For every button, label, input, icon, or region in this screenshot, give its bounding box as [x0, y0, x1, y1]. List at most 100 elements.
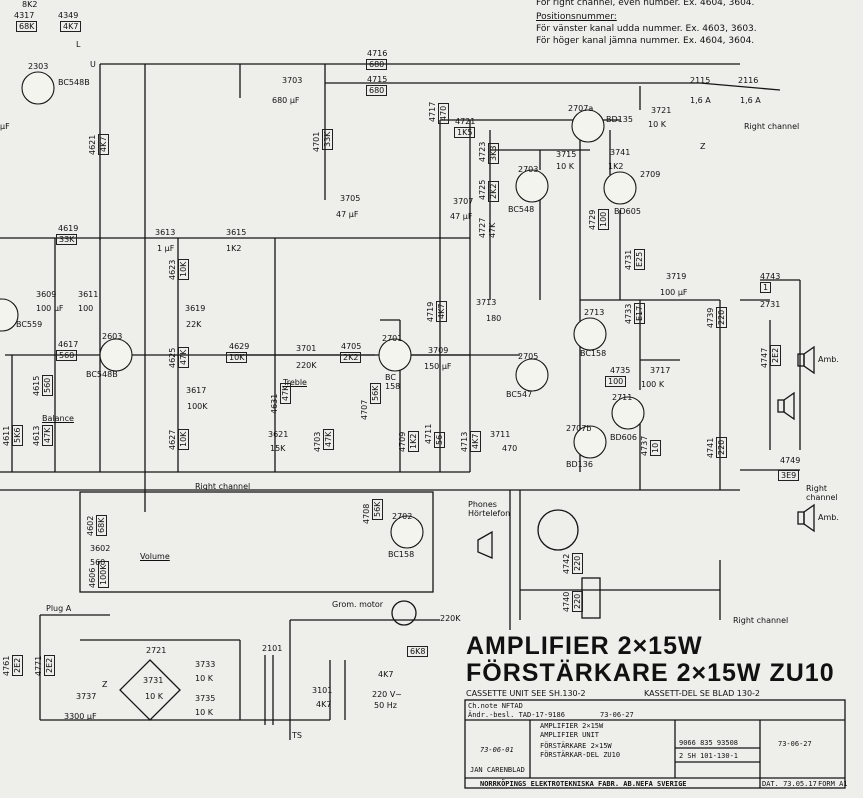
capacitor-val: 1K2	[608, 162, 624, 171]
resistor-val: 680	[366, 59, 388, 70]
resistor-ref: 4621	[88, 134, 97, 155]
label-l: L	[76, 40, 81, 49]
resistor-val: 10K	[178, 258, 189, 280]
capacitor-ref: 3709	[428, 346, 449, 355]
fuse-val: 1,6 A	[690, 96, 711, 105]
resistor-val: 47K	[42, 424, 53, 446]
label-ts: TS	[292, 731, 302, 740]
resistor-ref: 4715	[367, 75, 388, 84]
tb-dat: DAT. 73.05.17	[762, 780, 817, 788]
label-plug-a: Plug A	[46, 604, 72, 613]
resistor-ref: 4711	[424, 423, 433, 444]
capacitor-val: 100K	[187, 402, 208, 411]
transistor-ref: 2603	[102, 332, 123, 341]
transistor-type: BC548B	[86, 370, 118, 379]
subtitle-right: KASSETT-DEL SE BLAD 130-2	[644, 689, 761, 698]
tb-name-en: AMPLIFIER 2×15W	[540, 722, 604, 730]
header-position-title: Positionsnummer:	[536, 12, 617, 22]
resistor-val: 56K	[370, 382, 381, 404]
resistor-ref: 4707	[360, 399, 369, 420]
title-line-2: FÖRSTÄRKARE 2×15W ZU10	[466, 659, 835, 687]
resistor-ref: 4741	[706, 437, 715, 458]
label-phones: Phones	[468, 500, 497, 509]
tb-date1: 73-06-27	[600, 711, 634, 719]
capacitor-val: 680 µF	[272, 96, 300, 105]
label-mains: 220 V~	[372, 690, 402, 699]
capacitor-ref: 3617	[186, 386, 207, 395]
resistor-ref: 4723	[478, 141, 487, 162]
transistor-type: BD606	[610, 433, 637, 442]
resistor-val: 560	[42, 374, 53, 396]
transistor-type: BD605	[614, 207, 641, 216]
resistor-val: 680	[366, 85, 388, 96]
fuse-ref: 2115	[690, 76, 711, 85]
resistor-val: 4K7	[98, 133, 109, 155]
resistor-ref: 3615	[226, 228, 247, 237]
resistor-ref: 4749	[780, 456, 801, 465]
capacitor-ref: 3711	[490, 430, 511, 439]
resistor-val: 3K3	[488, 142, 499, 164]
resistor-ref: 4701	[312, 131, 321, 152]
transistor-type: BC158	[580, 349, 607, 358]
resistor-ref: 4705	[341, 342, 362, 351]
resistor-val: 1K2	[408, 430, 419, 452]
capacitor-ref: 3721	[651, 106, 672, 115]
transistor-ref: 2702	[392, 512, 413, 521]
capacitor-val: 100 µF	[36, 304, 64, 313]
resistor-ref: 4623	[168, 259, 177, 280]
resistor-val: 2E2	[44, 654, 55, 676]
resistor-val: 4K7	[60, 21, 82, 32]
resistor-val: 2K2	[340, 352, 362, 363]
transistor-type: BD135	[606, 115, 633, 124]
label-volume: Volume	[140, 552, 170, 561]
capacitor-ref: 3733	[195, 660, 216, 669]
label-amb-1: Amb.	[818, 355, 839, 364]
resistor-ref: 4721	[455, 117, 476, 126]
resistor-ref: 4317	[14, 11, 35, 20]
resistor-val: 68K	[16, 21, 38, 32]
capacitor-ref: 3719	[666, 272, 687, 281]
tb-name-sv: FÖRSTÄRKARE 2×15W	[540, 742, 612, 750]
capacitor-ref: 3703	[282, 76, 303, 85]
header-right-kanal: För höger kanal jämna nummer. Ex. 4604, …	[536, 36, 755, 46]
resistor-val: 220	[716, 436, 727, 458]
resistor-ref: 4739	[706, 307, 715, 328]
label-hortelefon: Hörtelefon	[468, 509, 511, 518]
resistor-val: 4K7	[470, 430, 481, 452]
capacitor-ref: 3609	[36, 290, 57, 299]
capacitor-ref: 3611	[78, 290, 99, 299]
resistor-val: 47K	[178, 346, 189, 368]
resistor-val: 10K	[226, 352, 248, 363]
fuse-val: 1,6 A	[740, 96, 761, 105]
label-amb-2: Amb.	[818, 513, 839, 522]
transistor-type: BC158	[388, 550, 415, 559]
tb-drawing-no: 9066 835 93508	[679, 739, 739, 747]
capacitor-val: 220K	[296, 361, 317, 370]
resistor-val: 4K7	[378, 670, 394, 679]
capacitor-val: 10 K	[195, 708, 213, 717]
tb-format: FORM A1	[818, 780, 848, 788]
transistor-ref: 2707b	[566, 424, 592, 433]
resistor-ref: 4713	[460, 431, 469, 452]
label-z-1: Z	[102, 680, 108, 689]
resistor-val: 220	[716, 306, 727, 328]
capacitor-ref: 3613	[155, 228, 176, 237]
resistor-val: 2E2	[12, 654, 23, 676]
resistor-ref: 4629	[229, 342, 250, 351]
resistor-val: 2K2	[488, 180, 499, 202]
label-z-2: Z	[700, 142, 706, 151]
transistor-ref: 2713	[584, 308, 605, 317]
transistor-type: BC559	[16, 320, 43, 329]
header-left-kanal: För vänster kanal udda nummer. Ex. 4603,…	[536, 24, 757, 34]
resistor-val: 1K2	[226, 244, 242, 253]
capacitor-ref: 3619	[185, 304, 206, 313]
transistor-type: BC547	[506, 390, 533, 399]
resistor-ref: 4613	[32, 425, 41, 446]
label-balance: Balance	[42, 414, 74, 423]
resistor-val: 3E9	[778, 470, 800, 481]
capacitor-val: 47 µF	[450, 212, 473, 221]
capacitor-ref: 3741	[610, 148, 631, 157]
resistor-ref: 4349	[58, 11, 79, 20]
